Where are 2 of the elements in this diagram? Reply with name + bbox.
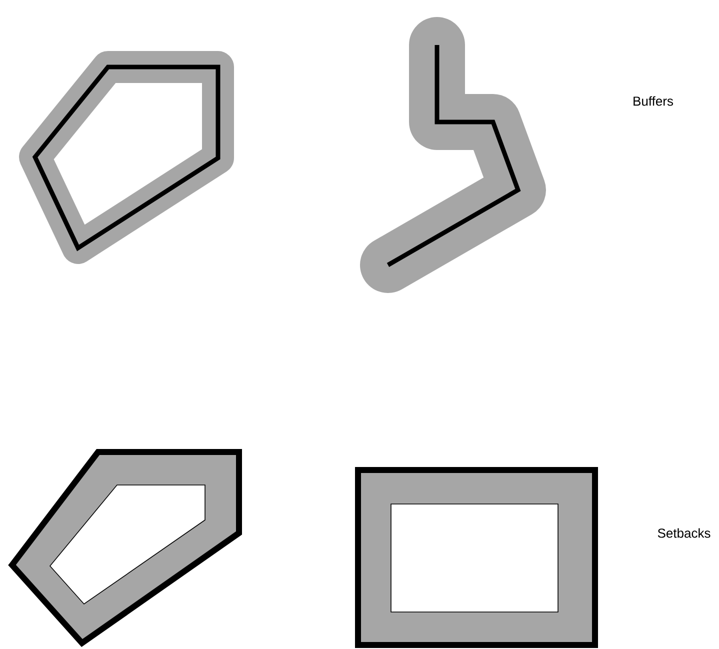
text-label: Buffers (634, 96, 674, 106)
text-label: Setbacks (658, 528, 710, 538)
